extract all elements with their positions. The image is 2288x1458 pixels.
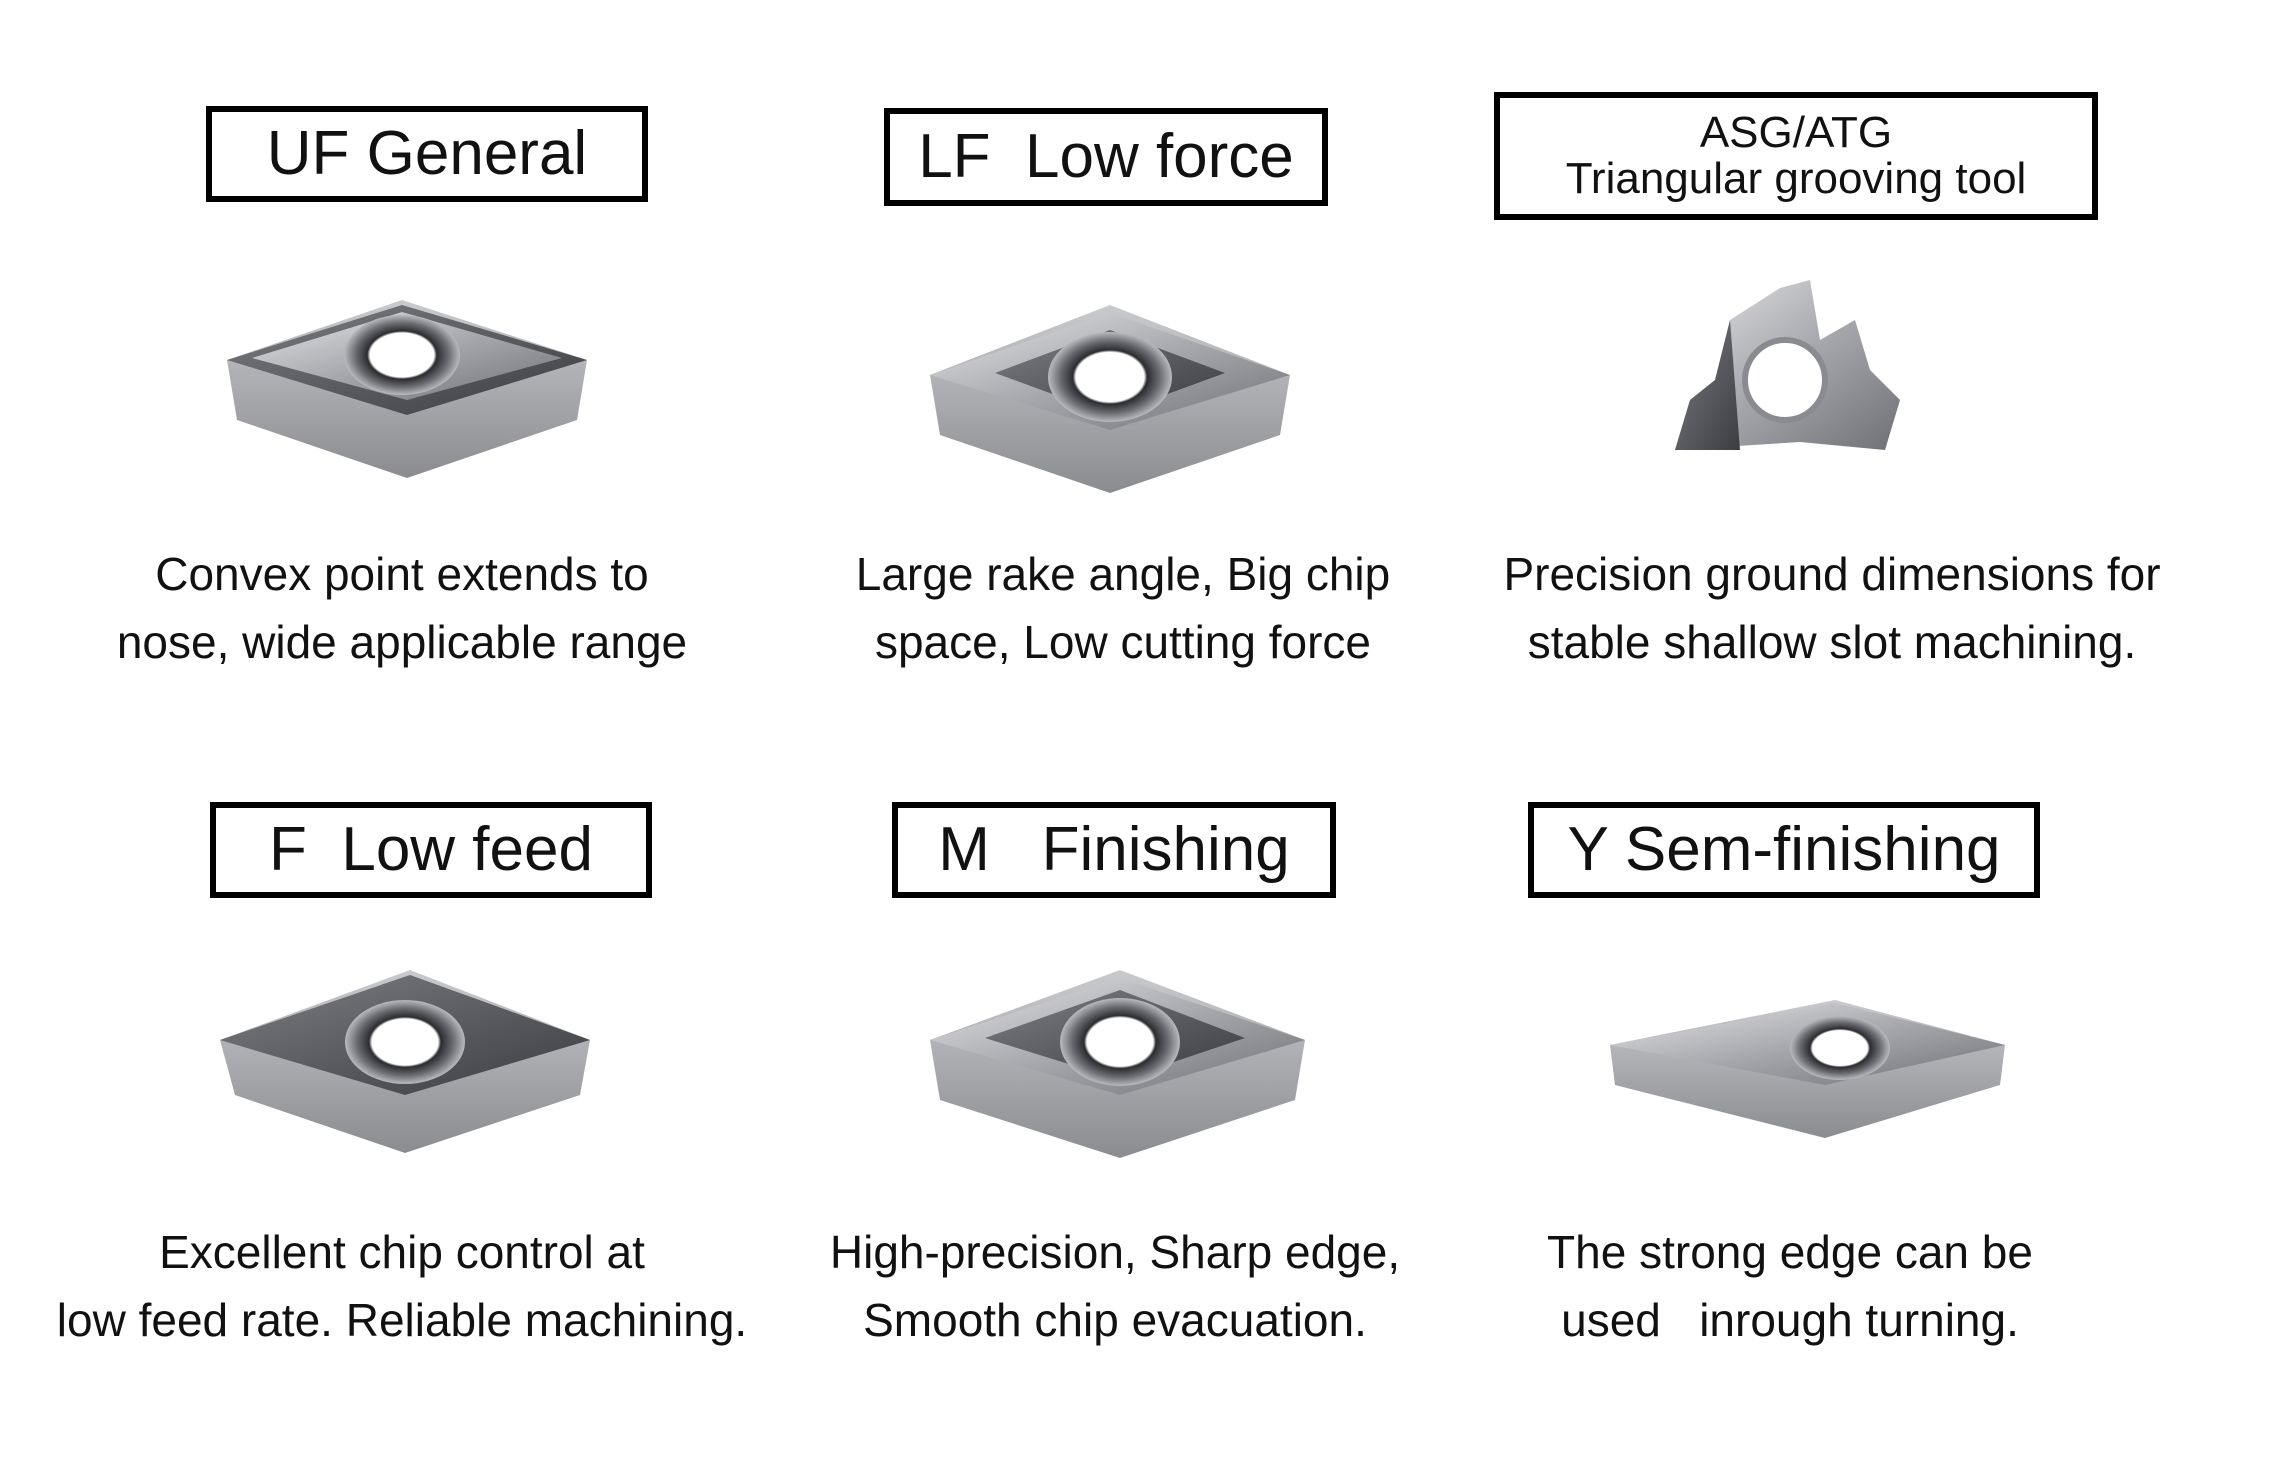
desc-lf-line1: Large rake angle, Big chip: [855, 548, 1391, 600]
title-box-m: M Finishing: [892, 802, 1336, 898]
rhombic-insert-y-icon: [1610, 1000, 2005, 1138]
title-box-uf: UF General: [206, 106, 648, 202]
desc-uf: Convex point extends to nose, wide appli…: [22, 540, 782, 676]
desc-y: The strong edge can be used inrough turn…: [1410, 1218, 2170, 1354]
desc-m-line1: High-precision, Sharp edge,: [829, 1226, 1401, 1278]
desc-uf-line1: Convex point extends to: [155, 548, 649, 600]
title-asg-atg-line1: ASG/ATG: [1699, 107, 1893, 157]
desc-m-line2: Smooth chip evacuation.: [863, 1294, 1367, 1346]
desc-f-line1: Excellent chip control at: [159, 1226, 645, 1278]
desc-lf-line2: space, Low cutting force: [874, 616, 1372, 668]
title-box-y: Y Sem-finishing: [1528, 802, 2040, 898]
title-asg-atg-line2: Triangular grooving tool: [1565, 154, 2027, 203]
rhombic-insert-f-icon: [220, 970, 590, 1153]
desc-y-line2: used inrough turning.: [1561, 1294, 2019, 1346]
desc-asg-atg-line1: Precision ground dimensions for: [1503, 548, 2161, 600]
desc-asg-atg: Precision ground dimensions for stable s…: [1452, 540, 2212, 676]
desc-lf: Large rake angle, Big chip space, Low cu…: [743, 540, 1503, 676]
title-f: F Low feed: [269, 815, 593, 884]
triangular-grooving-insert-icon: [1675, 280, 1900, 450]
title-box-f: F Low feed: [210, 802, 652, 898]
title-y: Y Sem-finishing: [1567, 815, 2001, 884]
rhombic-insert-m-icon: [930, 970, 1305, 1158]
title-lf: LF Low force: [918, 122, 1294, 191]
title-m: M Finishing: [938, 815, 1290, 884]
desc-f-line2: low feed rate. Reliable machining.: [56, 1294, 748, 1346]
desc-m: High-precision, Sharp edge, Smooth chip …: [735, 1218, 1495, 1354]
desc-y-line1: The strong edge can be: [1547, 1226, 2033, 1278]
rhombic-insert-uf-icon: [227, 300, 587, 478]
title-box-asg-atg: ASG/ATG Triangular grooving tool: [1494, 92, 2098, 220]
title-box-lf: LF Low force: [884, 108, 1328, 206]
desc-f: Excellent chip control at low feed rate.…: [22, 1218, 782, 1354]
desc-uf-line2: nose, wide applicable range: [116, 616, 688, 668]
rhombic-insert-lf-icon: [930, 305, 1290, 493]
title-uf: UF General: [266, 119, 588, 188]
desc-asg-atg-line2: stable shallow slot machining.: [1527, 616, 2137, 668]
